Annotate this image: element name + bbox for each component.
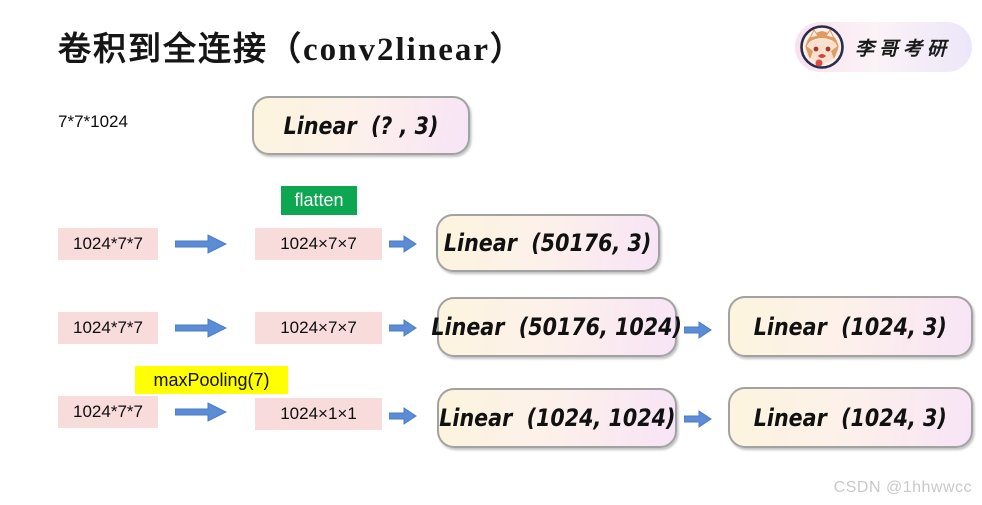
linear-box-label: Linear (1024, 3): [753, 312, 948, 341]
linear-box-label: Linear (1024, 1024): [438, 404, 676, 432]
linear-box-label: Linear (50176, 3): [444, 229, 652, 257]
right-arrow-icon: [175, 318, 227, 338]
tensor-box: 1024×7×7: [255, 228, 382, 260]
tensor-box: 1024*7*7: [58, 396, 158, 428]
avatar-icon: [800, 25, 844, 69]
linear-box-label: Linear (50176, 1024): [431, 313, 683, 341]
tensor-box: 1024×1×1: [255, 398, 382, 430]
right-arrow-icon: [389, 235, 417, 253]
tensor-box: 1024*7*7: [58, 312, 158, 344]
linear-box: Linear (1024, 3): [728, 387, 973, 448]
right-arrow-icon: [684, 410, 712, 428]
right-arrow-icon: [389, 319, 417, 337]
page-title: 卷积到全连接（conv2linear）: [58, 32, 525, 68]
right-arrow-icon: [175, 402, 227, 422]
tensor-box: 1024×7×7: [255, 312, 382, 344]
flatten-badge: flatten: [281, 186, 357, 215]
tensor-box: 1024*7*7: [58, 228, 158, 260]
linear-box: Linear (1024, 3): [728, 296, 973, 357]
linear-box: Linear (50176, 1024): [432, 297, 682, 357]
linear-box-label: Linear (? , 3): [283, 111, 439, 140]
linear-box-label: Linear (1024, 3): [753, 403, 948, 432]
right-arrow-icon: [175, 234, 227, 254]
watermark: CSDN @1hhwwcc: [833, 479, 972, 496]
maxpooling-badge: maxPooling(7): [135, 366, 288, 394]
brand-badge: 李哥考研: [795, 22, 972, 72]
right-arrow-icon: [684, 321, 712, 339]
linear-box-question: Linear (? , 3): [252, 96, 470, 155]
input-shape-label: 7*7*1024: [58, 112, 128, 131]
right-arrow-icon: [389, 407, 417, 425]
linear-box: Linear (1024, 1024): [437, 388, 677, 448]
brand-name: 李哥考研: [855, 38, 952, 60]
linear-box: Linear (50176, 3): [436, 214, 660, 272]
